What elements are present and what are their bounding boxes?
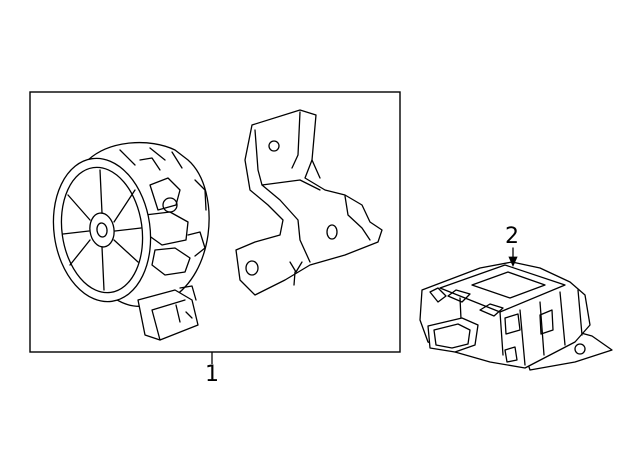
callout-label-1: 1 (205, 362, 219, 387)
module-drawing (419, 247, 613, 371)
assembly-1-frame (29, 91, 401, 353)
bracket-drawing (235, 109, 383, 296)
callout-label-2: 2 (505, 224, 519, 249)
leader-arrow-2 (508, 256, 518, 267)
horn-drawing (52, 141, 210, 341)
